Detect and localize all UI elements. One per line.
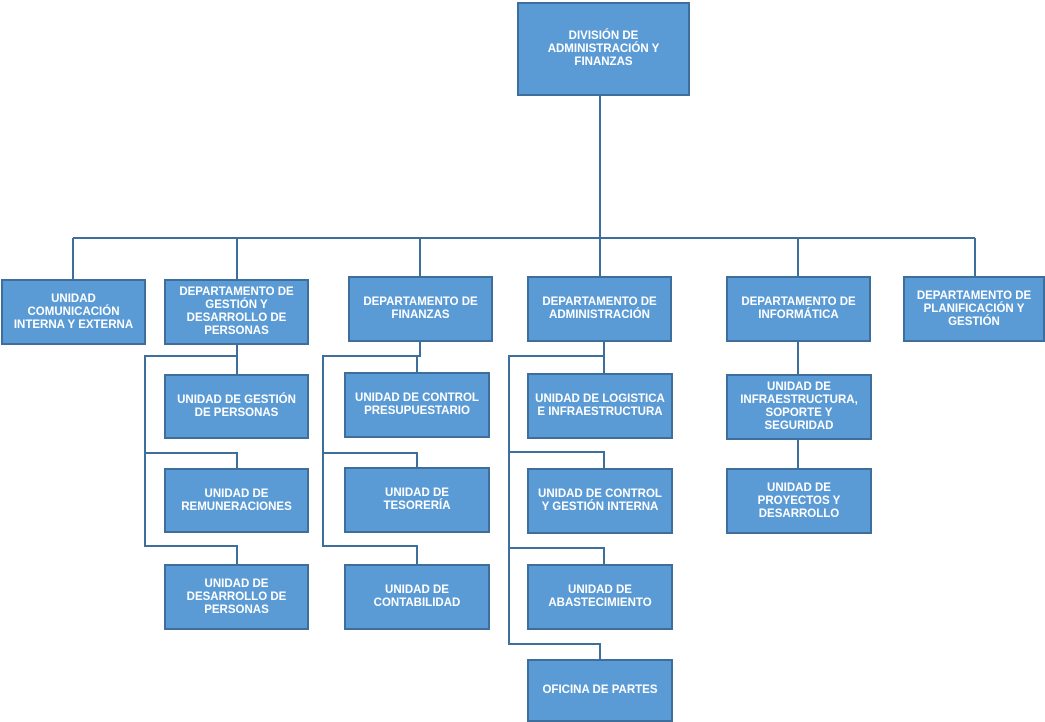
org-box-label: UNIDAD DE LOGISTICA E INFRAESTRUCTURA <box>535 393 665 418</box>
org-box-label: DEPARTAMENTO DE GESTIÓN Y DESARROLLO DE … <box>179 286 294 337</box>
org-box-unidad-infraestructura: UNIDAD DE INFRAESTRUCTURA, SOPORTE Y SEG… <box>726 374 872 440</box>
connector-administracion-branch <box>508 341 605 660</box>
org-box-unidad-logistica: UNIDAD DE LOGISTICA E INFRAESTRUCTURA <box>527 373 673 439</box>
org-box-label: DEPARTAMENTO DE INFORMÁTICA <box>741 296 856 321</box>
org-box-label: UNIDAD DE ABASTECIMIENTO <box>548 584 652 609</box>
org-box-label: UNIDAD COMUNICACIÓN INTERNA Y EXTERNA <box>13 292 134 331</box>
org-box-label: UNIDAD DE DESARROLLO DE PERSONAS <box>186 577 287 616</box>
org-box-depto-finanzas: DEPARTAMENTO DE FINANZAS <box>348 276 493 342</box>
org-box-label: OFICINA DE PARTES <box>542 684 658 696</box>
org-box-root-label: DIVISIÓN DE ADMINISTRACIÓN Y FINANZAS <box>547 29 660 68</box>
org-box-label: DEPARTAMENTO DE ADMINISTRACIÓN <box>542 296 657 321</box>
org-box-depto-planificacion: DEPARTAMENTO DE PLANIFICACIÓN Y GESTIÓN <box>903 276 1045 342</box>
org-box-label: UNIDAD DE PROYECTOS Y DESARROLLO <box>757 481 841 520</box>
org-box-label: DEPARTAMENTO DE PLANIFICACIÓN Y GESTIÓN <box>916 289 1032 328</box>
org-box-depto-informatica: DEPARTAMENTO DE INFORMÁTICA <box>726 276 871 342</box>
org-box-unidad-control-gestion: UNIDAD DE CONTROL Y GESTIÓN INTERNA <box>527 468 673 534</box>
connector-personas-sub2 <box>145 452 238 469</box>
org-box-label: UNIDAD DE REMUNERACIONES <box>181 487 292 513</box>
org-box-unidad-desarrollo-personas: UNIDAD DE DESARROLLO DE PERSONAS <box>164 564 309 630</box>
org-box-unidad-remuneraciones: UNIDAD DE REMUNERACIONES <box>164 468 309 533</box>
org-box-unidad-gestion-personas: UNIDAD DE GESTIÓN DE PERSONAS <box>164 374 309 439</box>
org-box-unidad-control-presupuestario: UNIDAD DE CONTROL PRESUPUESTARIO <box>344 372 490 438</box>
connector-personas-branch <box>144 344 238 565</box>
connector-administracion-sub3 <box>509 547 605 565</box>
org-box-label: DEPARTAMENTO DE FINANZAS <box>363 296 478 321</box>
org-box-unidad-comunicacion: UNIDAD COMUNICACIÓN INTERNA Y EXTERNA <box>1 279 146 345</box>
org-box-unidad-tesoreria: UNIDAD DE TESORERÍA <box>344 467 490 533</box>
connector-finanzas-branch <box>322 341 421 565</box>
org-box-depto-personas: DEPARTAMENTO DE GESTIÓN Y DESARROLLO DE … <box>164 279 309 345</box>
org-box-unidad-proyectos: UNIDAD DE PROYECTOS Y DESARROLLO <box>726 468 872 534</box>
connector-administracion-sub2 <box>509 451 605 469</box>
org-box-label: UNIDAD DE GESTIÓN DE PERSONAS <box>177 393 296 419</box>
connector-finanzas-sub2 <box>323 452 418 468</box>
org-box-label: UNIDAD DE CONTROL PRESUPUESTARIO <box>355 392 479 417</box>
org-box-label: UNIDAD DE TESORERÍA <box>383 487 451 512</box>
org-box-label: UNIDAD DE CONTABILIDAD <box>373 584 461 609</box>
org-box-label: UNIDAD DE INFRAESTRUCTURA, SOPORTE Y SEG… <box>740 381 858 432</box>
org-box-oficina-partes: OFICINA DE PARTES <box>527 659 673 722</box>
org-box-root: DIVISIÓN DE ADMINISTRACIÓN Y FINANZAS <box>517 2 690 96</box>
org-box-depto-administracion: DEPARTAMENTO DE ADMINISTRACIÓN <box>527 276 672 342</box>
org-box-label: UNIDAD DE CONTROL Y GESTIÓN INTERNA <box>538 488 662 513</box>
org-box-unidad-contabilidad: UNIDAD DE CONTABILIDAD <box>344 564 490 630</box>
org-box-unidad-abastecimiento: UNIDAD DE ABASTECIMIENTO <box>527 564 673 630</box>
